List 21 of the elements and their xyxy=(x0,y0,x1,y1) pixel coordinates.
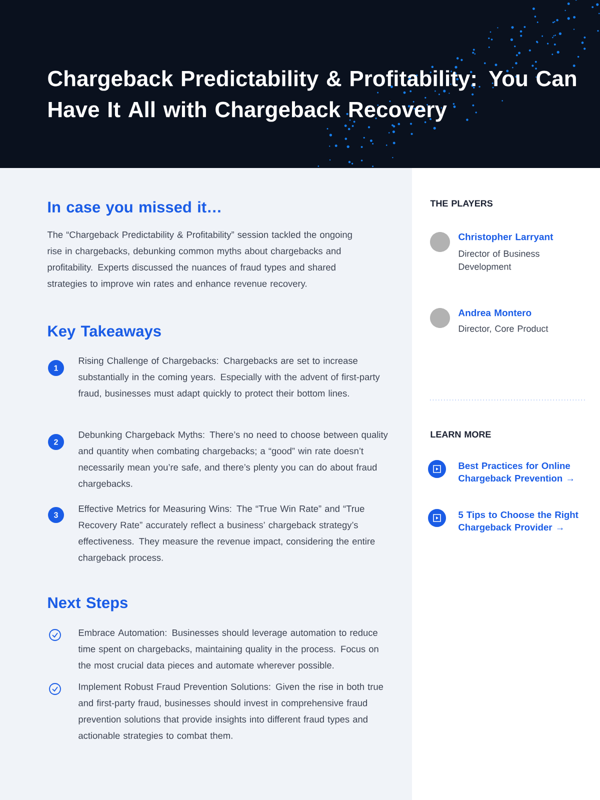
paragraph: Debunking Chargeback Myths: There’s no need to choose between quality and quantity when combating chargebacks; a “good” win rate doesn’t necessarily mean you’re safe, and there’s plenty you can do about fraud chargebacks. xyxy=(78,431,388,489)
title: Chargeback Predictability & Profitability: You Can Have It All with Chargeback Recovery xyxy=(48,70,576,122)
section-heading: In case you missed it… xyxy=(48,201,220,216)
paragraph: Effective Metrics for Measuring Wins: The “True Win Rate” and “True Recovery Rate” accurately reflect a business’ chargeback strategy’s effectiveness. They measure the revenue impact, considering the entire chargeback process. xyxy=(78,505,375,563)
paragraph: Rising Challenge of Chargebacks: Chargebacks are set to increase substantially in the coming years. Especially with the advent of first-party fraud, businesses must adapt quickly to protect their bottom lines. xyxy=(78,357,380,398)
paragraph: Embrace Automation: Businesses should leverage automation to reduce time spent on chargebacks, maintaining quality in the process. Focus on the most crucial data pieces and automate wherever possible. xyxy=(78,629,378,670)
number-badge: 2 xyxy=(48,434,64,450)
resource-link: Best Practices for Online Chargeback Prevention → xyxy=(458,462,574,484)
sidebar-heading: THE PLAYERS xyxy=(430,200,493,207)
speaker-name: Christopher Larryant xyxy=(458,233,554,242)
paragraph: The “Chargeback Predictability & Profitability” session tackled the ongoing rise in chargebacks, debunking common myths about chargebacks and profitability. Experts discussed the nuances of fraud types and shared strategies to improve win rates and enhance revenue recovery. xyxy=(47,231,352,289)
resource-link: 5 Tips to Choose the Right Chargeback Provider → xyxy=(458,511,578,532)
sidebar-heading: LEARN MORE xyxy=(430,431,491,438)
number-badge: 1 xyxy=(48,360,64,376)
section-heading: Next Steps xyxy=(48,597,128,612)
speaker-name: Andrea Montero xyxy=(458,309,532,316)
speaker-role: Director of Business Development xyxy=(458,250,540,272)
number-badge: 3 xyxy=(48,507,64,523)
section-heading: Key Takeaways xyxy=(48,325,161,340)
speaker-role: Director, Core Product xyxy=(458,325,548,333)
paragraph: Implement Robust Fraud Prevention Solutions: Given the rise in both true and first-party fraud, businesses should invest in comprehensive fraud prevention solutions that provide insights into different fraud types and actionable strategies to combat them. xyxy=(78,683,384,741)
